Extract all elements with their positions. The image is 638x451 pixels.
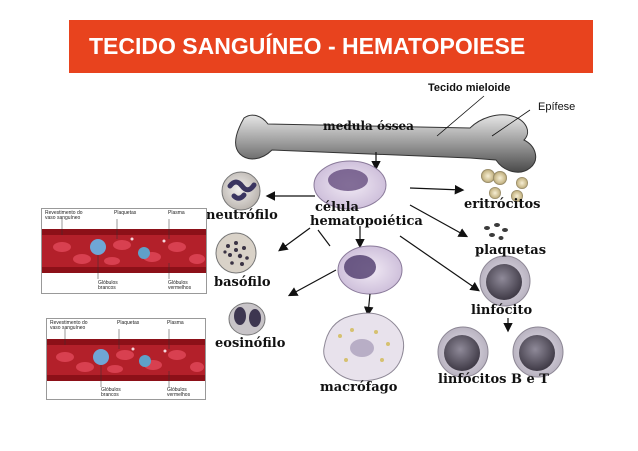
caption-plaquetas: Plaquetas bbox=[114, 210, 137, 216]
neutrofilo-label: neutrófilo bbox=[206, 208, 278, 223]
slide-title: TECIDO SANGUÍNEO - HEMATOPOIESE bbox=[89, 33, 526, 59]
tecido-mieloide-pointer bbox=[436, 95, 485, 137]
eritrocitos-label: eritrócitos bbox=[464, 197, 541, 212]
caption-plasma: Plasma bbox=[168, 210, 185, 216]
epifise-label: Epífese bbox=[538, 101, 576, 113]
arrow-to-plaquetas bbox=[409, 204, 469, 238]
linfocito-b-cell bbox=[437, 326, 489, 378]
neutrofilo-cell bbox=[221, 171, 261, 211]
bone-label: medula óssea bbox=[323, 119, 414, 133]
arrow-to-macrofago bbox=[363, 293, 374, 317]
caption-globulos-brancos: Glóbulos brancos bbox=[98, 280, 118, 291]
plaquetas-label: plaquetas bbox=[475, 243, 547, 258]
eritrocitos-cells bbox=[481, 169, 528, 202]
arrow-to-basofilo bbox=[278, 227, 311, 252]
arrow-to-linfocito bbox=[399, 235, 480, 292]
myeloid-precursor-cell bbox=[337, 245, 403, 295]
macrofago-label: macrófago bbox=[320, 380, 398, 395]
arrow-to-eritrocitos bbox=[409, 184, 465, 195]
linfocito-cell bbox=[479, 255, 531, 307]
linfocito-label: linfócito bbox=[471, 303, 533, 318]
eosinofilo-label: eosinófilo bbox=[215, 336, 286, 351]
bone-illustration bbox=[235, 114, 537, 173]
basofilo-label: basófilo bbox=[214, 275, 271, 290]
caption-globulos-vermelhos-2: Glóbulos vermelhos bbox=[167, 387, 191, 398]
linfocitos-bt-label: linfócitos B e T bbox=[438, 372, 549, 387]
title-bar: TECIDO SANGUÍNEO - HEMATOPOIESE bbox=[69, 20, 593, 73]
eosinofilo-cell bbox=[228, 302, 266, 336]
stem-cell-label-1: célula bbox=[315, 200, 360, 215]
caption-globulos-brancos-2: Glóbulos brancos bbox=[101, 387, 121, 398]
blood-vessel-inset-2: Revestimento do vaso sanguíneo Plaquetas… bbox=[46, 318, 206, 400]
macrofago-cell bbox=[323, 312, 405, 382]
caption-revestimento-2: Revestimento do vaso sanguíneo bbox=[50, 320, 88, 331]
arrow-stub bbox=[317, 229, 331, 247]
plaquetas-cells bbox=[484, 223, 508, 240]
caption-revestimento: Revestimento do vaso sanguíneo bbox=[45, 210, 83, 221]
caption-globulos-vermelhos: Glóbulos vermelhos bbox=[168, 280, 192, 291]
stem-cell bbox=[313, 160, 387, 210]
linfocito-t-cell bbox=[512, 326, 564, 378]
basofilo-cell bbox=[215, 232, 257, 274]
blood-vessel-inset-1: Revestimento do vaso sanguíneo Plaquetas… bbox=[41, 208, 207, 294]
caption-plasma-2: Plasma bbox=[167, 320, 184, 326]
blood-vessel-image-2 bbox=[47, 329, 205, 387]
epifise-pointer bbox=[491, 109, 531, 137]
caption-plaquetas-2: Plaquetas bbox=[117, 320, 140, 326]
stem-cell-label-2: hematopoiética bbox=[310, 214, 423, 229]
arrow-to-eosinofilo bbox=[287, 269, 337, 297]
blood-vessel-image-1 bbox=[42, 219, 206, 279]
tecido-mieloide-label: Tecido mieloide bbox=[428, 82, 511, 94]
